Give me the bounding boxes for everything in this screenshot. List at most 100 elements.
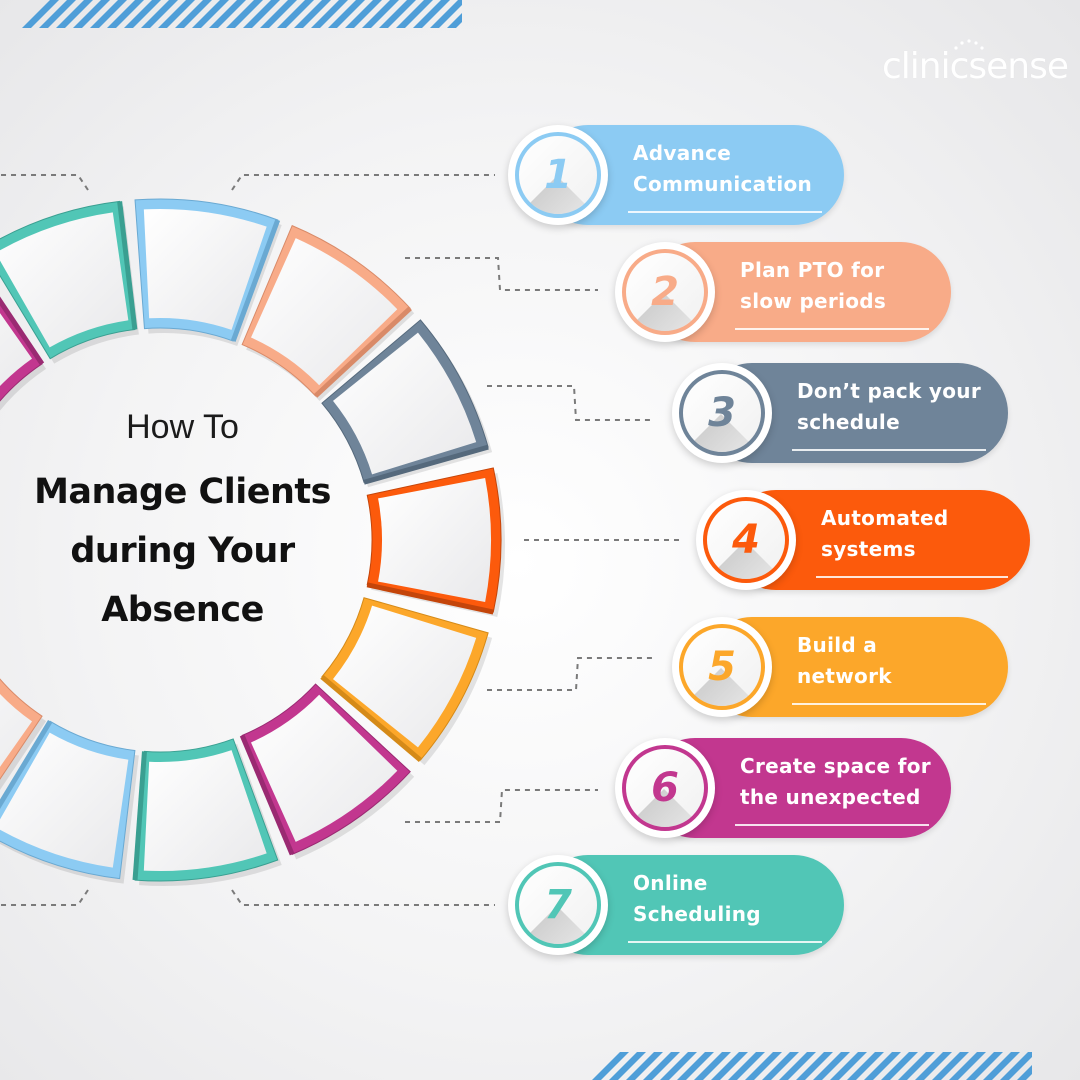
pill-underline [628,211,822,213]
stripe [1017,1065,1032,1080]
stripe [949,1052,986,1080]
stripe [362,0,399,28]
stripe [209,0,246,28]
ring-segment [241,224,415,401]
stripe [864,1052,901,1080]
stripe [447,13,462,28]
ring-segment [239,683,415,860]
stripe [328,0,365,28]
number-5-badge-icon: 5 [672,617,772,717]
ring-segment [0,720,139,884]
stripe [379,0,416,28]
stripe [107,0,144,28]
stripe [430,0,462,28]
stripe [762,1052,799,1080]
bottom-stripes-decoration [592,1052,1032,1080]
stripe [175,0,212,28]
stripe [141,0,178,28]
stripe [983,1052,1020,1080]
dashed-connector [405,789,598,823]
step-number: 5 [708,644,736,690]
title-block: How To Manage Clients during Your Absenc… [10,408,355,640]
dashed-connector [231,889,495,906]
step-label: Plan PTO for slow periods [740,258,887,313]
step-label: Don’t pack your schedule [797,379,982,434]
ring-segment [320,597,493,766]
stripe [226,0,263,28]
stripe [779,1052,816,1080]
pill-underline [735,824,929,826]
stripe [56,0,93,28]
stripe [158,0,195,28]
stripe [932,1052,969,1080]
top-stripes-decoration [22,0,462,28]
step-number: 6 [651,765,679,811]
stripe [643,1052,680,1080]
stripe [745,1052,782,1080]
stripe [22,0,59,28]
page-title: Manage Clients during Your Absence [34,472,331,630]
ring-segment [0,296,47,411]
step-label: Build a network [797,633,892,688]
stripe [294,0,331,28]
stripe [243,0,280,28]
stripe [413,0,450,28]
ring-segment [134,198,282,347]
step-number: 2 [651,269,679,315]
step-label: Create space for the unexpected [740,754,931,809]
stripe [881,1052,918,1080]
stripe [915,1052,952,1080]
ring-segment [0,200,139,364]
stripe [192,0,229,28]
step-number: 3 [708,390,736,436]
stripe [847,1052,884,1080]
logo-dots-icon [954,39,984,50]
dashed-connector [487,385,652,421]
stripe [39,0,76,28]
stripe [711,1052,748,1080]
stripe [124,0,161,28]
pill-underline [792,449,986,451]
stripe [345,0,382,28]
step-number: 7 [544,882,572,928]
step-number: 1 [544,152,572,198]
stripe [277,0,314,28]
dashed-connector [405,257,598,291]
step-number: 4 [732,517,760,563]
pill-underline [628,941,822,943]
number-6-badge-icon: 6 [615,738,715,838]
step-label: Advance Communication [633,141,813,196]
dashed-connector [487,657,652,691]
stripe [813,1052,850,1080]
ring-segment [132,738,282,886]
stripe [728,1052,765,1080]
stripe [677,1052,714,1080]
pill-underline [735,328,929,330]
ring-segment [0,678,47,790]
dashed-connector [231,174,495,191]
stripe [660,1052,697,1080]
dashed-connector [0,174,89,191]
step-label: Automated systems [821,506,949,561]
stripe [626,1052,663,1080]
ring-segment [321,319,493,488]
title-prefix: How To [126,408,239,446]
stripe [260,0,297,28]
stripe [592,1052,629,1080]
ring-segment [366,467,506,618]
number-4-badge-icon: 4 [696,490,796,590]
pill-underline [792,703,986,705]
dashed-connector [0,889,89,906]
stripe [90,0,127,28]
number-3-badge-icon: 3 [672,363,772,463]
stripe [1000,1052,1032,1080]
number-1-badge-icon: 1 [508,125,608,225]
stripe [796,1052,833,1080]
stripe [73,0,110,28]
number-7-badge-icon: 7 [508,855,608,955]
stripe [966,1052,1003,1080]
stripe [830,1052,867,1080]
brand-logo: clinicsense [881,46,1069,87]
step-label: Online Scheduling [633,871,761,926]
